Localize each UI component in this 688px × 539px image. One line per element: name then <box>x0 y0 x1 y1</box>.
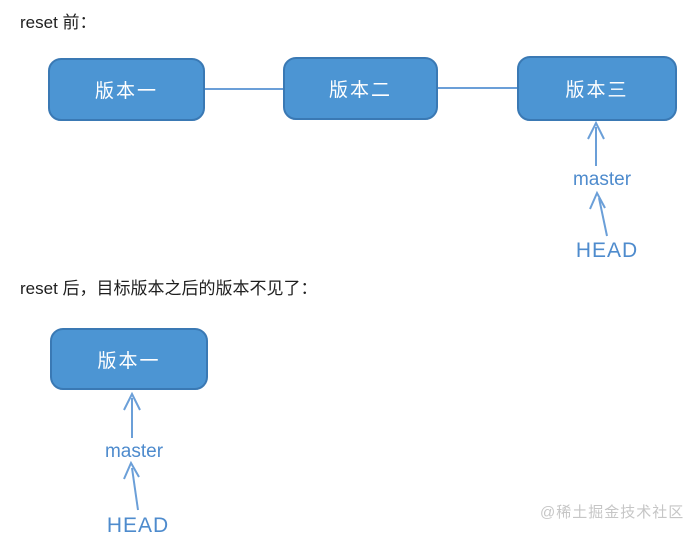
after-head-label: HEAD <box>106 514 170 537</box>
after-head-arrow-icon <box>123 460 140 511</box>
commit-node-v1-after: 版本一 <box>50 328 208 390</box>
after-master-label: master <box>104 441 164 462</box>
before-head-label: HEAD <box>575 239 639 262</box>
after-master-arrow-icon <box>123 391 141 438</box>
before-title: reset 前： <box>20 13 97 32</box>
before-master-arrow-icon <box>587 120 605 166</box>
commit-node-v3: 版本三 <box>517 56 677 121</box>
commit-node-v2: 版本二 <box>283 57 438 120</box>
commit-node-v1: 版本一 <box>48 58 205 121</box>
before-master-label: master <box>572 169 632 190</box>
watermark: @稀土掘金技术社区 <box>540 504 685 521</box>
before-head-arrow-icon <box>589 190 608 237</box>
after-title: reset 后，目标版本之后的版本不见了： <box>20 279 318 298</box>
